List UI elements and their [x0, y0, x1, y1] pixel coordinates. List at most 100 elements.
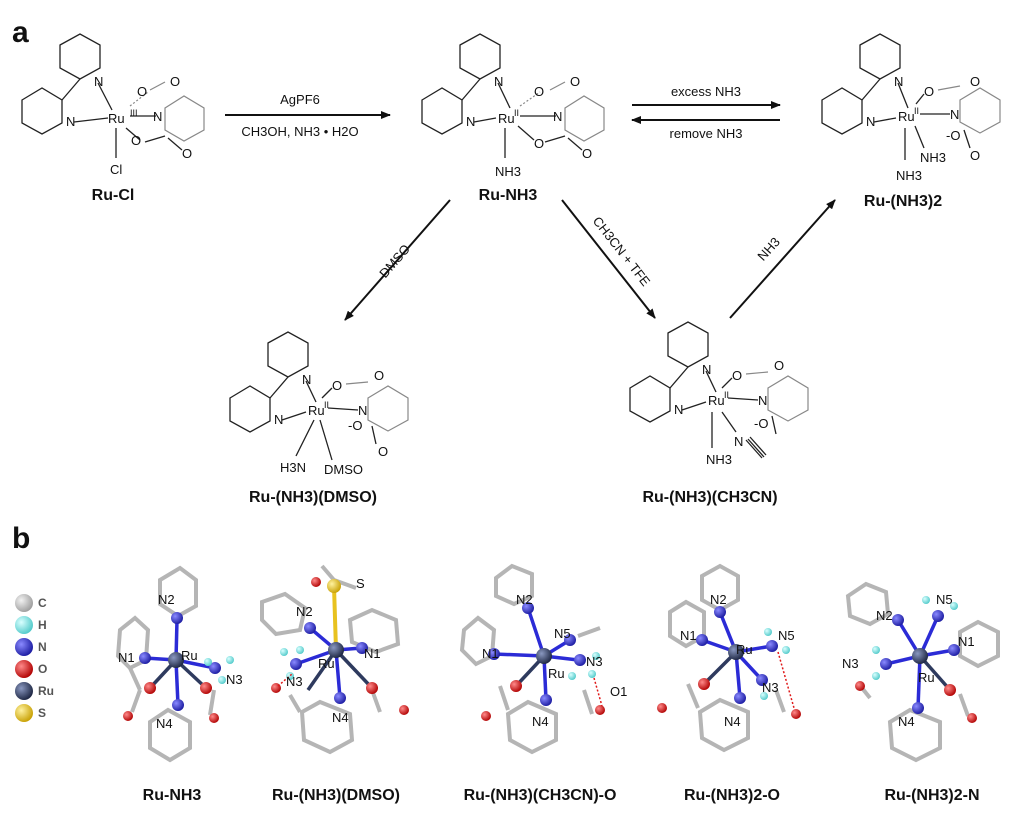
atom-o: O — [924, 84, 934, 99]
legend-label: N — [38, 640, 47, 654]
atom-o: O — [378, 444, 388, 459]
structure-ru-cl: N N Ru III N O O O O Cl — [21, 33, 205, 177]
atom-n: N — [758, 393, 767, 408]
compound-label-ru-cl: Ru-Cl — [92, 187, 135, 204]
atom-nh3: NH3 — [706, 452, 732, 467]
atom-ru: Ru — [108, 111, 125, 126]
panel-label-a: a — [12, 16, 29, 49]
legend-ball-o — [15, 660, 33, 678]
atom-o: O — [970, 148, 980, 163]
atom-o: O — [131, 133, 141, 148]
legend-ball-s — [15, 704, 33, 722]
atom-label: N2 — [158, 592, 175, 607]
atom-label: N5 — [778, 628, 795, 643]
atom-n: N — [553, 109, 562, 124]
atom-o-minus: -O — [348, 418, 362, 433]
atom-label: N1 — [680, 628, 697, 643]
atom-o: O — [570, 74, 580, 89]
atom-label: N1 — [482, 646, 499, 661]
atom-o: O — [374, 368, 384, 383]
legend-ball-n — [15, 638, 33, 656]
atom-label: N3 — [842, 656, 859, 671]
crystal-structure-ru-nh3-dmso: S N2 N1 Ru N3 N4 — [260, 564, 409, 755]
atom-n: N — [734, 434, 743, 449]
atom-label: N3 — [586, 654, 603, 669]
atom-label: Ru — [318, 656, 335, 671]
atom-label: Ru — [918, 670, 935, 685]
atom-n: N — [674, 402, 683, 417]
condition-ch3cn: CH3CN + TFE — [590, 214, 654, 290]
atom-label: N4 — [156, 716, 173, 731]
atom-nh3: NH3 — [896, 168, 922, 183]
condition-nh3: NH3 — [754, 234, 783, 263]
atom-n: N — [66, 114, 75, 129]
condition-remove-nh3: remove NH3 — [670, 126, 743, 141]
arrow-nh3 — [729, 199, 836, 319]
atom-label: S — [356, 576, 365, 591]
atom-ru: Ru — [898, 109, 915, 124]
atom-n: N — [866, 114, 875, 129]
arrow-ch3cn — [561, 199, 656, 319]
atom-o: O — [774, 358, 784, 373]
legend-label: S — [38, 706, 46, 720]
atom-label: N3 — [286, 674, 303, 689]
crystal-structure-ru-nh3: N2 N1 Ru N3 N4 — [115, 565, 243, 763]
structure-ru-nh3: N N Ru II N O O O O NH3 — [421, 33, 605, 179]
crystal-title-5: Ru-(NH3)2-N — [884, 787, 979, 804]
atom-label: N1 — [364, 646, 381, 661]
oxidation-state: III — [130, 108, 138, 118]
compound-label-ru-nh3: Ru-NH3 — [479, 187, 538, 204]
oxidation-state: II — [724, 390, 729, 400]
legend-label: Ru — [38, 684, 54, 698]
atom-o: O — [732, 368, 742, 383]
atom-ru: Ru — [498, 111, 515, 126]
condition-excess-nh3: excess NH3 — [671, 84, 741, 99]
atom-label: N4 — [898, 714, 915, 729]
crystal-title-3: Ru-(NH3)(CH3CN)-O — [464, 787, 617, 804]
atom-dmso: DMSO — [324, 462, 363, 477]
atom-o-minus: -O — [754, 416, 768, 431]
atom-n: N — [94, 74, 103, 89]
atom-o: O — [137, 84, 147, 99]
legend-ball-c — [15, 594, 33, 612]
atom-label: O1 — [610, 684, 627, 699]
atom-cl: Cl — [110, 162, 122, 177]
atom-label: N5 — [936, 592, 953, 607]
legend-label: C — [38, 596, 47, 610]
atom-label: N4 — [332, 710, 349, 725]
atom-nh3: NH3 — [920, 150, 946, 165]
atom-n: N — [466, 114, 475, 129]
atom-n: N — [702, 362, 711, 377]
atom-n: N — [494, 74, 503, 89]
atom-label: Ru — [181, 648, 198, 663]
atom-o: O — [534, 136, 544, 151]
atom-label: N5 — [554, 626, 571, 641]
legend-ball-ru — [15, 682, 33, 700]
crystal-structure-ru-nh3-2-n: N5 N2 N3 N1 Ru N4 — [842, 581, 1000, 763]
crystal-title-2: Ru-(NH3)(DMSO) — [272, 787, 400, 804]
crystal-structure-ru-nh3-ch3cn: N2 N5 N1 Ru N3 O1 N4 — [459, 563, 627, 755]
structure-ru-nh3-2: N N Ru II N O -O O O NH3 NH3 — [821, 33, 1001, 183]
condition-ch3oh: CH3OH, NH3 • H2O — [241, 124, 358, 139]
atom-o: O — [170, 74, 180, 89]
atom-n: N — [950, 107, 959, 122]
compound-label-ru-nh3-2: Ru-(NH3)2 — [864, 193, 942, 210]
atom-label: N1 — [958, 634, 975, 649]
oxidation-state: II — [324, 400, 329, 410]
atom-legend: C H N O Ru S — [15, 594, 54, 722]
atom-o: O — [970, 74, 980, 89]
compound-label-ru-nh3-dmso: Ru-(NH3)(DMSO) — [249, 489, 377, 506]
atom-n: N — [153, 109, 162, 124]
legend-label: H — [38, 618, 47, 632]
atom-label: N2 — [296, 604, 313, 619]
atom-n: N — [302, 372, 311, 387]
atom-label: N4 — [532, 714, 549, 729]
atom-label: N2 — [710, 592, 727, 607]
structure-ru-nh3-ch3cn: N N Ru II N O O -O N NH3 — [629, 321, 809, 467]
oxidation-state: II — [914, 106, 919, 116]
atom-label: Ru — [736, 642, 753, 657]
atom-label: N2 — [876, 608, 893, 623]
atom-label: N1 — [118, 650, 135, 665]
atom-label: N3 — [762, 680, 779, 695]
